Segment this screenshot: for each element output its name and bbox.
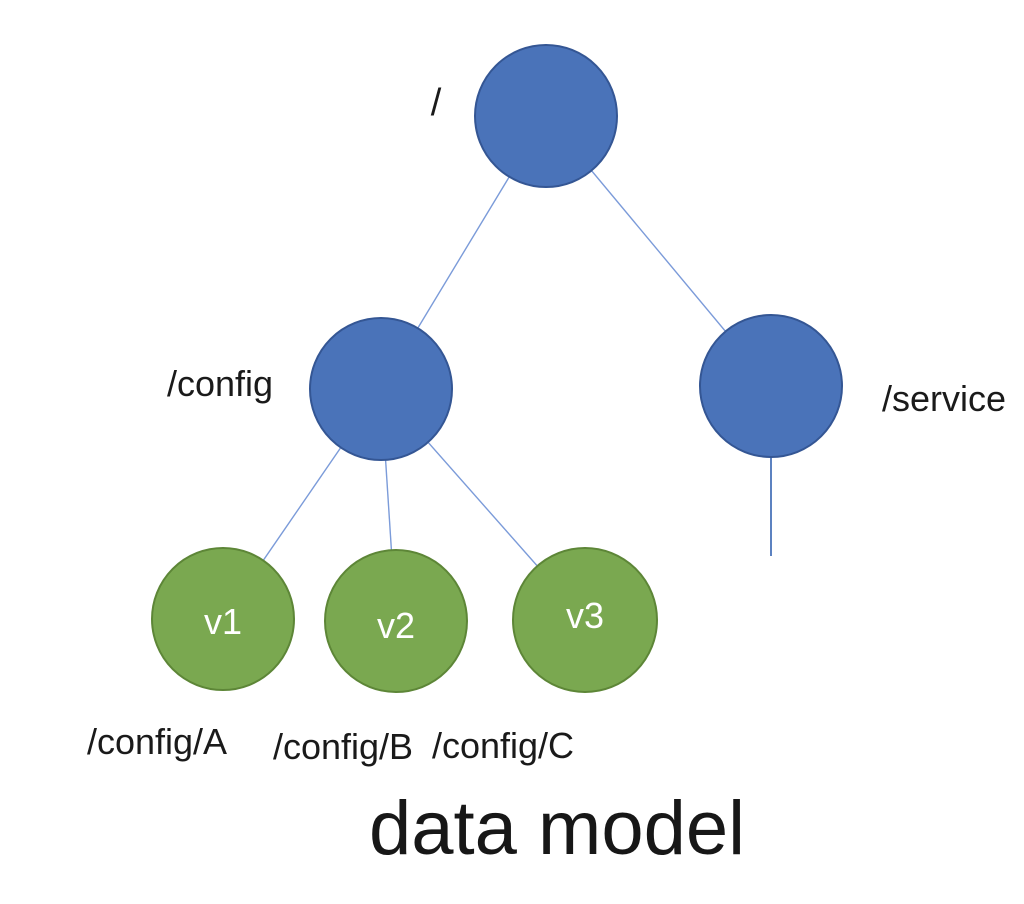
v3-path-label: /config/C <box>431 725 575 766</box>
diagram-title: data model <box>368 786 746 871</box>
root-node-label: / <box>430 82 442 124</box>
node-v1-circle <box>151 547 295 691</box>
config-node-label: /config <box>166 363 274 404</box>
v2-value-label: v2 <box>376 605 416 646</box>
service-node-label: /service <box>881 378 1007 419</box>
node-root-circle <box>474 44 618 188</box>
node-v2-circle <box>324 549 468 693</box>
v3-value-label: v3 <box>565 595 605 636</box>
v2-path-label: /config/B <box>272 726 414 767</box>
node-v3-circle <box>512 547 658 693</box>
node-service-circle <box>699 314 843 458</box>
v1-value-label: v1 <box>203 601 243 642</box>
v1-path-label: /config/A <box>86 721 228 762</box>
node-config-circle <box>309 317 453 461</box>
